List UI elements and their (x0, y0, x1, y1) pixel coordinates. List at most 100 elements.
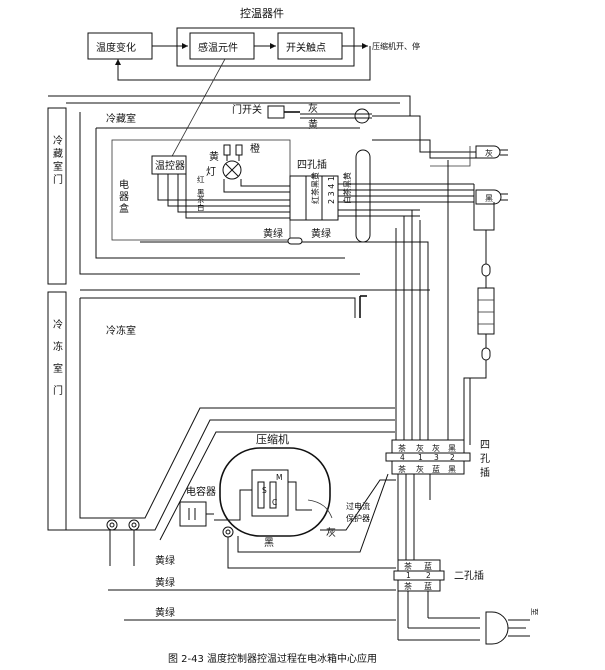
tpp-bottom-row (397, 579, 441, 592)
ground-screw-inner (225, 529, 231, 535)
thermostat-wire-brown (177, 182, 290, 213)
fridge-inner-wall (95, 128, 345, 259)
fridge-door-char-3: 室 (53, 160, 63, 173)
capacitor-group: 电容器 (179, 485, 234, 538)
lamp-group: 黄 灯 橙 (206, 142, 290, 193)
lamp-socket-right (235, 144, 243, 156)
heater-lead (486, 202, 495, 231)
lamp-wire-out (240, 179, 290, 187)
thermostat-group: 温控器 电 器 盒 红 黑 茶 白 (111, 139, 291, 241)
heater-end-top (481, 263, 491, 277)
ground-screw-icon (106, 519, 118, 531)
compressor-wire (288, 481, 312, 511)
cabinet-top-outer (48, 95, 411, 116)
motor-pin-c: C (272, 498, 277, 507)
plug-left-colors: 红茶黑黄 (310, 172, 320, 204)
freezer-door-panel (47, 291, 67, 531)
fpp-top-color-1: 茶 (398, 443, 406, 453)
ground-screw-icon (222, 526, 234, 538)
door-switch: 门开关 灰 黄 (232, 102, 372, 131)
fpp-pin-1: 4 (400, 453, 405, 462)
temp-controller-dashed-box (176, 27, 355, 67)
two-pin-plug-label: 二孔插 (454, 569, 484, 582)
terminal-pin (257, 481, 265, 509)
power-plug-body (485, 611, 509, 645)
compressor-group: 压缩机 S C M 过电流 保护器 灰 黑 (214, 432, 396, 553)
connector-black-label: 黑 (485, 194, 493, 203)
freezer-door-char-3: 室 (53, 362, 63, 375)
refrigerator-room-label: 冷藏室 (106, 112, 136, 125)
tpp-pin-1: 1 (406, 571, 411, 580)
arrow-head (115, 59, 121, 65)
heater-return (463, 360, 487, 448)
two-pin-plug: 茶 蓝 1 2 茶 蓝 二孔插 (393, 559, 484, 628)
plug-right-colors: 白茶黑黄 (342, 172, 352, 204)
protector-leader (307, 499, 333, 519)
switch-contact-label: 开关触点 (286, 41, 326, 54)
yellow-green-label-2: 黄绿 (311, 227, 331, 240)
door-switch-label: 门开关 (232, 103, 262, 116)
thermostat-wire-red (157, 182, 290, 201)
terminal-pin (269, 481, 277, 509)
wire-gray-3 (430, 146, 471, 167)
heater-element (477, 287, 495, 335)
fridge-door-panel (47, 107, 67, 285)
fpp-label-char-3: 插 (480, 466, 490, 479)
door-switch-body (267, 105, 285, 119)
door-switch-yellow-label: 黄 (308, 118, 318, 131)
wire-gray (372, 115, 476, 153)
electrical-box-char-1: 电 (119, 178, 129, 191)
lamp-yellow-label: 黄 (209, 150, 219, 163)
power-plug: 至 (398, 608, 539, 645)
lamp-wire-out (223, 179, 290, 193)
freezer-door-char-4: 门 (53, 384, 63, 397)
lamp-bulb-icon (222, 160, 242, 180)
fpp-pin-4: 2 (450, 453, 455, 462)
lamp-orange-label: 橙 (250, 142, 260, 155)
compressor-label: 压缩机 (256, 432, 289, 446)
cabinet-outline: 冷 藏 室 门 冷 冻 室 门 (47, 95, 430, 541)
fridge-door-char-4: 门 (53, 173, 63, 186)
fpp-bottom-color-1: 茶 (398, 464, 406, 474)
thermostat-wire-white (185, 174, 290, 219)
wire-gray-2 (372, 139, 476, 159)
fpp-pin-row (385, 452, 471, 462)
wire-bundle-clamp (354, 108, 370, 124)
fpp-top-color-2: 灰 (416, 443, 424, 453)
electrical-box-char-3: 盒 (119, 202, 129, 215)
fpp-bottom-color-3: 蓝 (432, 464, 440, 474)
four-pin-plug-top-body (289, 175, 339, 221)
fpp-label-char-2: 孔 (480, 453, 490, 465)
fridge-door-char-2: 藏 (53, 148, 63, 160)
thermostat-wire-black (167, 182, 290, 207)
trunk-ground (410, 241, 429, 445)
tpp-top-color-2: 蓝 (424, 561, 432, 571)
four-pin-plug-bottom: 茶 灰 灰 黑 4 1 3 2 茶 灰 蓝 黑 四 孔 插 (385, 439, 490, 479)
compressor-shell (219, 447, 331, 537)
right-side-wiring: 灰 黑 (372, 115, 508, 448)
motor-pin-m: M (276, 473, 282, 482)
freezer-door-char-1: 冷 (53, 318, 63, 331)
door-switch-gray-label: 灰 (308, 102, 318, 115)
heater-lead (473, 184, 487, 264)
tpp-pin-row (393, 570, 445, 581)
four-pin-plug-top: 四孔插 红茶黑黄 2 3 4 1 白茶黑黄 (289, 158, 474, 221)
compressor-gray-wire (320, 479, 396, 531)
power-terminal-label: 至 (530, 608, 539, 616)
fpp-top-color-4: 黑 (448, 444, 456, 453)
wire-black-label: 黑 (197, 188, 205, 197)
compressor-bay-line (159, 431, 395, 541)
four-pin-plug-top-label: 四孔插 (297, 158, 327, 171)
figure-caption: 图 2-43 温度控制器控温过程在电冰箱中心应用 (168, 652, 377, 665)
fridge-door-char-1: 冷 (53, 134, 63, 147)
freezer-bottom-inner (94, 407, 395, 519)
heater-end-bottom (481, 347, 491, 361)
ground-screw-icon (128, 519, 140, 531)
wire-brown-label: 茶 (197, 194, 205, 204)
arrow-head (182, 43, 188, 49)
sensing-element-box (189, 32, 255, 60)
fpp-bottom-color-4: 黑 (448, 465, 456, 474)
compressor-wire (214, 489, 252, 521)
control-block-diagram: 控温器件 温度变化 感温元件 开关触点 压缩机开、停 (87, 6, 420, 161)
